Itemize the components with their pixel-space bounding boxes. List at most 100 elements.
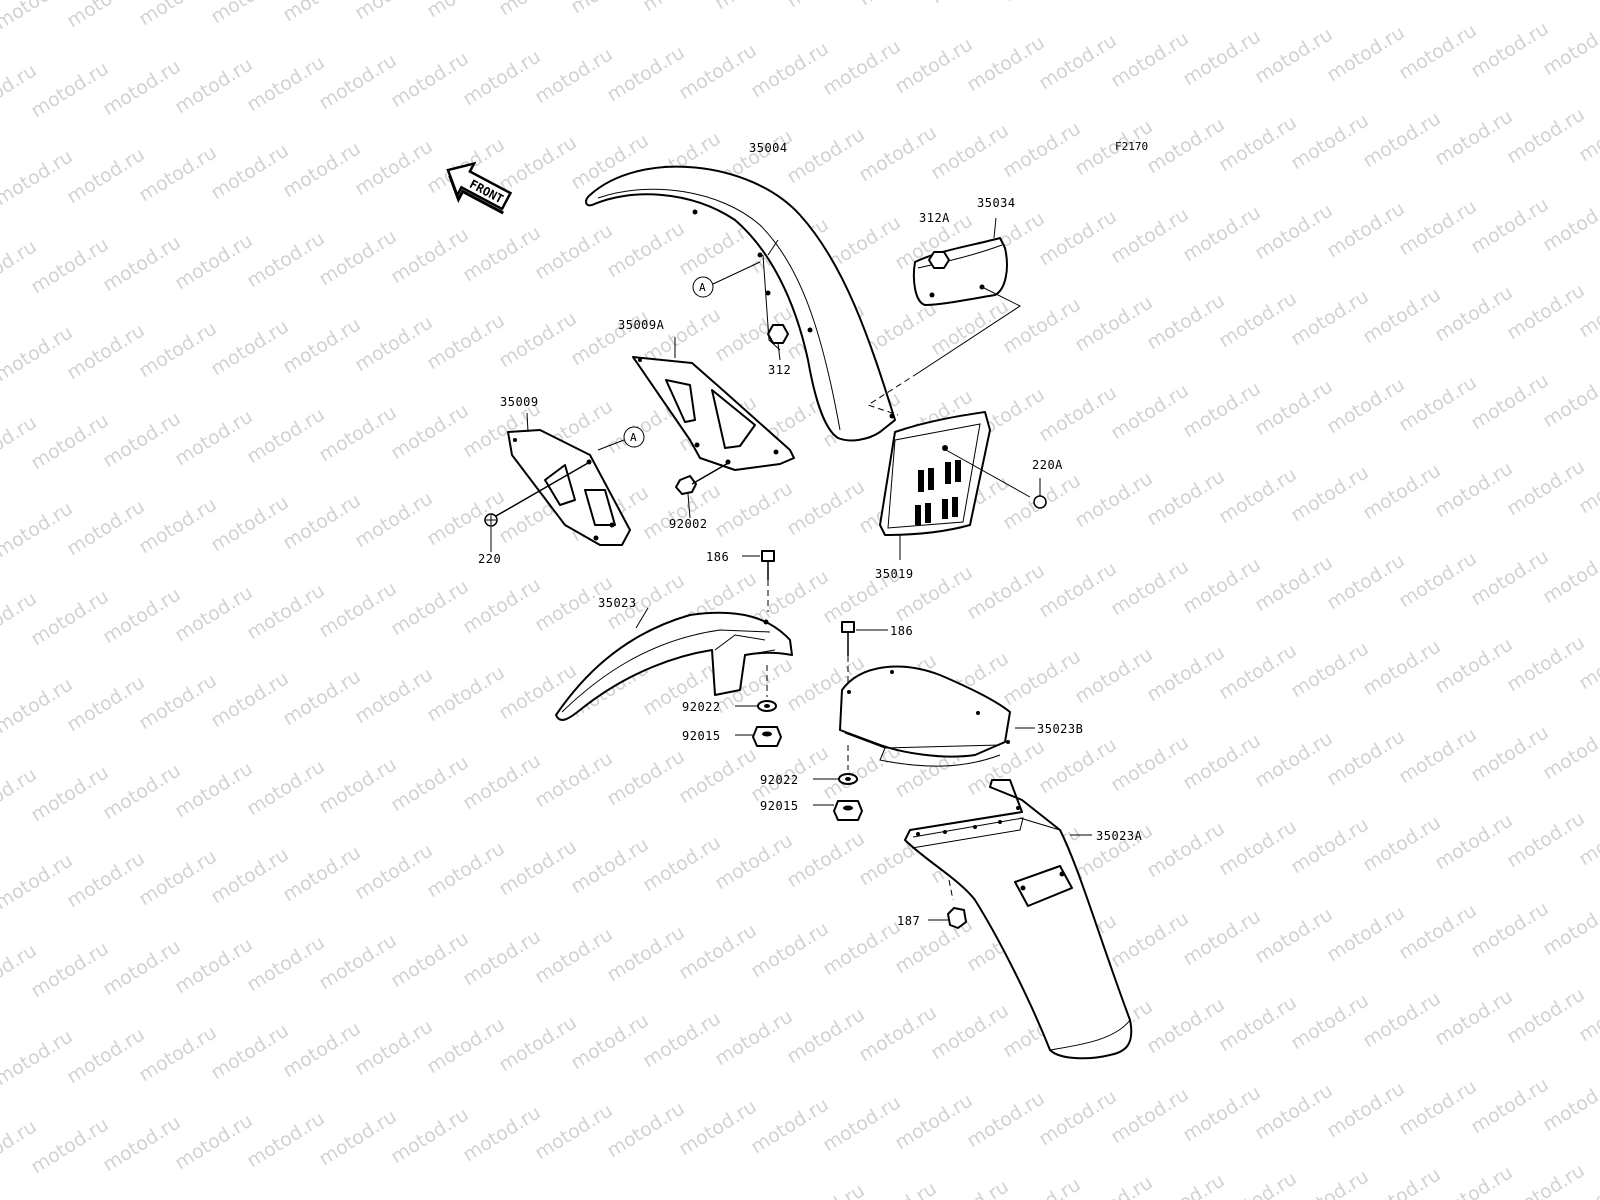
watermark-text: motod.ru: [387, 1103, 473, 1168]
watermark-text: motod.ru: [1179, 905, 1265, 970]
watermark-text: motod.ru: [675, 919, 761, 984]
bolt-187: [928, 879, 967, 929]
watermark-text: motod.ru: [1539, 191, 1600, 256]
watermark-text: motod.ru: [459, 45, 545, 110]
watermark-text: motod.ru: [711, 0, 797, 14]
watermark-text: motod.ru: [1071, 467, 1157, 532]
watermark-text: motod.ru: [351, 311, 437, 376]
watermark-text: motod.ru: [63, 495, 149, 560]
watermark-text: motod.ru: [1143, 465, 1229, 530]
watermark-text: motod.ru: [135, 0, 221, 30]
watermark-text: motod.ru: [1467, 1073, 1553, 1138]
diagram-code: F2170: [1115, 140, 1148, 153]
watermark-text: motod.ru: [1251, 727, 1337, 792]
watermark-text: motod.ru: [1431, 105, 1517, 170]
watermark-text: motod.ru: [135, 669, 221, 734]
label-186-right: 186: [890, 624, 913, 638]
watermark-text: motod.ru: [207, 315, 293, 380]
watermark-text: motod.ru: [1035, 733, 1121, 798]
watermark-text: motod.ru: [1395, 899, 1481, 964]
watermark-text: motod.ru: [603, 41, 689, 106]
watermark-text: motod.ru: [351, 839, 437, 904]
watermark-text: motod.ru: [207, 667, 293, 732]
watermark-text: motod.ru: [243, 755, 329, 820]
reference-marker-a-left: A: [597, 426, 645, 451]
label-92022-right: 92022: [760, 773, 799, 787]
watermark-text: motod.ru: [1395, 19, 1481, 84]
watermark-text: motod.ru: [675, 39, 761, 104]
watermark-text: motod.ru: [99, 935, 185, 1000]
watermark-text: motod.ru: [603, 217, 689, 282]
watermark-text: motod.ru: [1431, 985, 1517, 1050]
label-35004: 35004: [749, 141, 788, 155]
watermark-text: motod.ru: [1143, 1169, 1229, 1200]
watermark-text: motod.ru: [783, 827, 869, 892]
watermark-text: motod.ru: [495, 131, 581, 196]
watermark-text: motod.ru: [351, 663, 437, 728]
watermark-text: motod.ru: [1539, 15, 1600, 80]
watermark-text: motod.ru: [1539, 543, 1600, 608]
watermark-text: motod.ru: [99, 759, 185, 824]
watermark-text: motod.ru: [1539, 1071, 1600, 1136]
label-35009: 35009: [500, 395, 539, 409]
watermark-text: motod.ru: [171, 757, 257, 822]
label-312: 312: [768, 363, 791, 377]
watermark-text: motod.ru: [171, 405, 257, 470]
watermark-text: motod.ru: [1503, 807, 1589, 872]
nut-92015-right: [813, 800, 863, 821]
watermark-text: motod.ru: [171, 229, 257, 294]
watermark-text: motod.ru: [1215, 463, 1301, 528]
label-220: 220: [478, 552, 501, 566]
watermark-text: motod.ru: [0, 849, 77, 914]
watermark-text: motod.ru: [1539, 719, 1600, 784]
watermark-text: motod.ru: [1035, 29, 1121, 94]
watermark-text: motod.ru: [1503, 455, 1589, 520]
front-fender-35023: [555, 607, 793, 721]
watermark-text: motod.ru: [1359, 811, 1445, 876]
watermark-text: motod.ru: [315, 49, 401, 114]
watermark-text: motod.ru: [243, 931, 329, 996]
watermark-text: motod.ru: [1251, 375, 1337, 440]
bolt-220: [484, 462, 589, 552]
watermark-text: motod.ru: [63, 143, 149, 208]
watermark-text: motod.ru: [963, 559, 1049, 624]
watermark-text: motod.ru: [1503, 103, 1589, 168]
bracket-35034: [866, 217, 1022, 416]
label-220A: 220A: [1032, 458, 1063, 472]
watermark-text: motod.ru: [639, 1007, 725, 1072]
watermark-text: motod.ru: [819, 915, 905, 980]
watermark-text: motod.ru: [27, 1113, 113, 1178]
watermark-text: motod.ru: [747, 917, 833, 982]
watermark-text: motod.ru: [63, 319, 149, 384]
watermark-text: motod.ru: [1107, 379, 1193, 444]
watermark-text: motod.ru: [1215, 991, 1301, 1056]
watermark-text: motod.ru: [99, 231, 185, 296]
watermark-text: motod.ru: [999, 117, 1085, 182]
watermark-text: motod.ru: [1179, 377, 1265, 442]
watermark-text: motod.ru: [387, 399, 473, 464]
watermark-text: motod.ru: [603, 745, 689, 810]
watermark-text: motod.ru: [459, 573, 545, 638]
watermark-text: motod.ru: [1215, 287, 1301, 352]
watermark-text: motod.ru: [927, 119, 1013, 184]
watermark-text: motod.ru: [27, 57, 113, 122]
watermark-text: motod.ru: [1359, 459, 1445, 524]
watermark-text: motod.ru: [1035, 381, 1121, 446]
watermark-text: motod.ru: [567, 1009, 653, 1074]
watermark-text: motod.ru: [243, 1107, 329, 1172]
watermark-text: motod.ru: [1503, 631, 1589, 696]
washer-92022-left: [735, 665, 777, 712]
watermark-text: motod.ru: [315, 929, 401, 994]
watermark-text: motod.ru: [495, 307, 581, 372]
washer-92022-right: [813, 745, 858, 785]
reference-marker-a-top: A: [692, 261, 761, 298]
watermark-text: motod.ru: [1467, 545, 1553, 610]
watermark-text: motod.ru: [999, 293, 1085, 358]
watermark-text: motod.ru: [1179, 553, 1265, 618]
bolt-186-left: [742, 550, 775, 612]
watermark-text: motod.ru: [1215, 1167, 1301, 1200]
watermark-text: motod.ru: [171, 1109, 257, 1174]
watermark-text: motod.ru: [1359, 107, 1445, 172]
